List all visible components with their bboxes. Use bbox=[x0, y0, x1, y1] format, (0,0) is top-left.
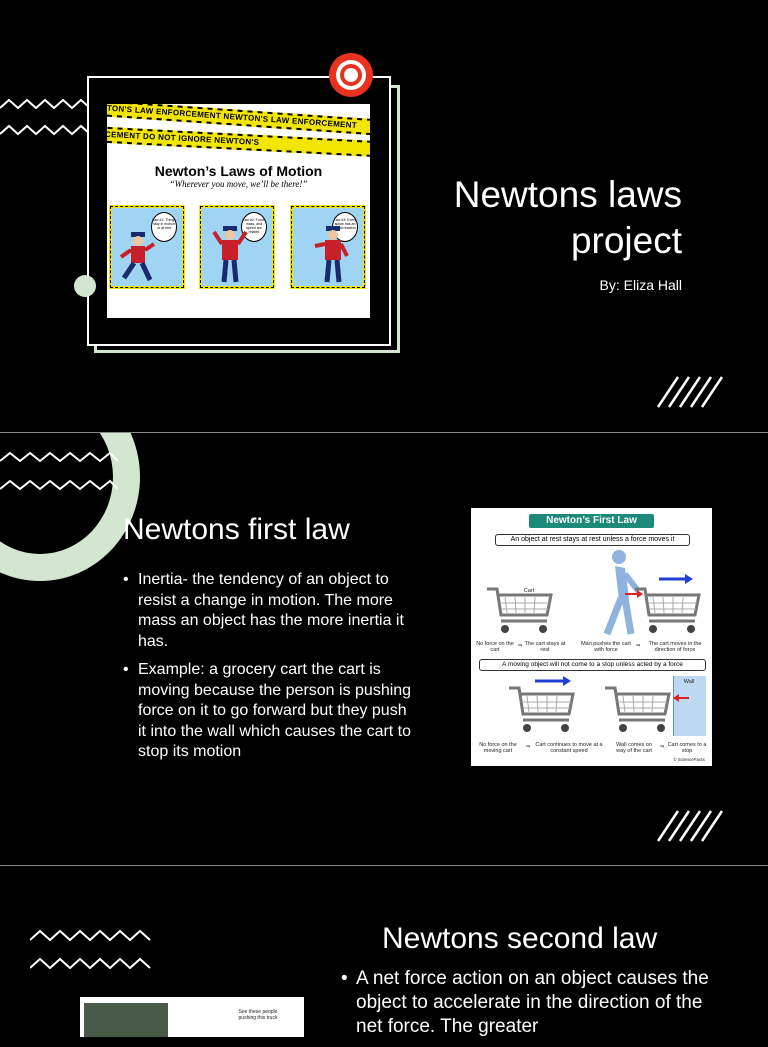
slash-lines-decoration bbox=[656, 376, 724, 408]
poster-title: Newton’s Laws of Motion bbox=[154, 163, 323, 179]
arrow-glyph: ⇒ bbox=[517, 643, 523, 649]
wall-label: Wall bbox=[683, 679, 695, 685]
wall-shape bbox=[673, 676, 706, 736]
zigzag-decoration bbox=[0, 451, 118, 491]
red-arrow-icon bbox=[673, 694, 689, 702]
poster-panel-1: Law #1: Things stay in motion or at rest bbox=[109, 205, 185, 289]
caption-constant-speed: Cart continues to move at a constant spe… bbox=[535, 742, 603, 754]
red-ring-decoration bbox=[329, 53, 373, 97]
slash-lines-decoration bbox=[656, 810, 724, 842]
slide-2-bullets: Inertia- the tendency of an object to re… bbox=[123, 570, 415, 771]
photo-thumbnail bbox=[84, 1003, 168, 1037]
caption-man-pushes: Man pushes the cart with force bbox=[581, 641, 631, 653]
diagram-rule-1: An object at rest stays at rest unless a… bbox=[495, 534, 690, 546]
slide-3-bullets: A net force action on an object causes t… bbox=[341, 967, 733, 1047]
diagram-rule-2: A moving object will not come to a stop … bbox=[479, 659, 706, 671]
caption-comes-to-stop: Cart comes to a stop bbox=[667, 742, 707, 754]
police-officer-icon bbox=[212, 226, 248, 283]
zigzag-decoration bbox=[0, 98, 90, 136]
slide-2-title: Newtons first law bbox=[123, 513, 350, 546]
shopping-cart-icon bbox=[487, 587, 553, 633]
slide-1[interactable]: NEWTON'S LAW ENFORCEMENT NEWTON'S LAW EN… bbox=[0, 0, 768, 432]
image-credit: © ScienceFacts bbox=[673, 757, 705, 762]
caption-cart-moves: The cart moves in the direction of force bbox=[648, 641, 702, 653]
slide-3-title: Newtons second law bbox=[382, 922, 658, 955]
person-pushing-icon bbox=[603, 550, 639, 636]
second-law-image[interactable]: See these people pushing this truck bbox=[80, 997, 304, 1037]
caption-wall-comes: Wall comes on way of the cart bbox=[616, 742, 652, 754]
poster-panel-2: Law #2: Force, mass, and speed are relat… bbox=[199, 205, 275, 289]
poster-panel-3: Law #3: Every action has an equal reacti… bbox=[290, 205, 366, 289]
caption-no-force: No force on the cart bbox=[476, 641, 514, 653]
cart-label: Cart bbox=[523, 588, 535, 594]
bullet-example: Example: a grocery cart the cart is movi… bbox=[123, 660, 415, 763]
slide-divider bbox=[0, 432, 768, 433]
figure-caption: See these people pushing this truck bbox=[238, 1009, 278, 1021]
presentation-title: Newtons laws project bbox=[453, 174, 682, 261]
red-arrow-icon bbox=[625, 590, 643, 598]
caption-stays-at-rest: The cart stays at rest bbox=[524, 641, 566, 653]
blue-arrow-icon bbox=[535, 676, 571, 686]
author-byline: By: Eliza Hall bbox=[599, 277, 682, 293]
blue-arrow-icon bbox=[659, 574, 693, 584]
police-officer-icon bbox=[119, 232, 156, 282]
bullet-net-force: A net force action on an object causes t… bbox=[341, 967, 733, 1039]
newtons-laws-poster-image[interactable]: NEWTON'S LAW ENFORCEMENT NEWTON'S LAW EN… bbox=[107, 104, 370, 318]
poster-subtitle: “Wherever you move, we’ll be there!” bbox=[169, 179, 308, 189]
first-law-diagram-image[interactable]: Newton’s First Law An object at rest sta… bbox=[471, 508, 712, 766]
arrow-glyph: ⇒ bbox=[635, 643, 641, 649]
diagram-header: Newton’s First Law bbox=[529, 514, 654, 528]
speech-bubble: Law #1: Things stay in motion or at rest bbox=[151, 212, 177, 242]
caption-no-force-moving: No force on the moving cart bbox=[479, 742, 517, 754]
shopping-cart-icon bbox=[605, 686, 671, 732]
zigzag-decoration bbox=[30, 929, 151, 970]
shopping-cart-icon bbox=[509, 686, 575, 732]
slide-divider bbox=[0, 865, 768, 866]
police-officer-icon bbox=[314, 226, 349, 283]
arrow-glyph: ⇒ bbox=[659, 744, 665, 750]
bullet-inertia: Inertia- the tendency of an object to re… bbox=[123, 570, 415, 652]
shopping-cart-icon bbox=[635, 587, 701, 633]
speech-bubble: Law #2: Force, mass, and speed are relat… bbox=[241, 212, 267, 242]
arrow-glyph: ⇒ bbox=[525, 744, 531, 750]
green-dot-decoration bbox=[74, 275, 96, 297]
